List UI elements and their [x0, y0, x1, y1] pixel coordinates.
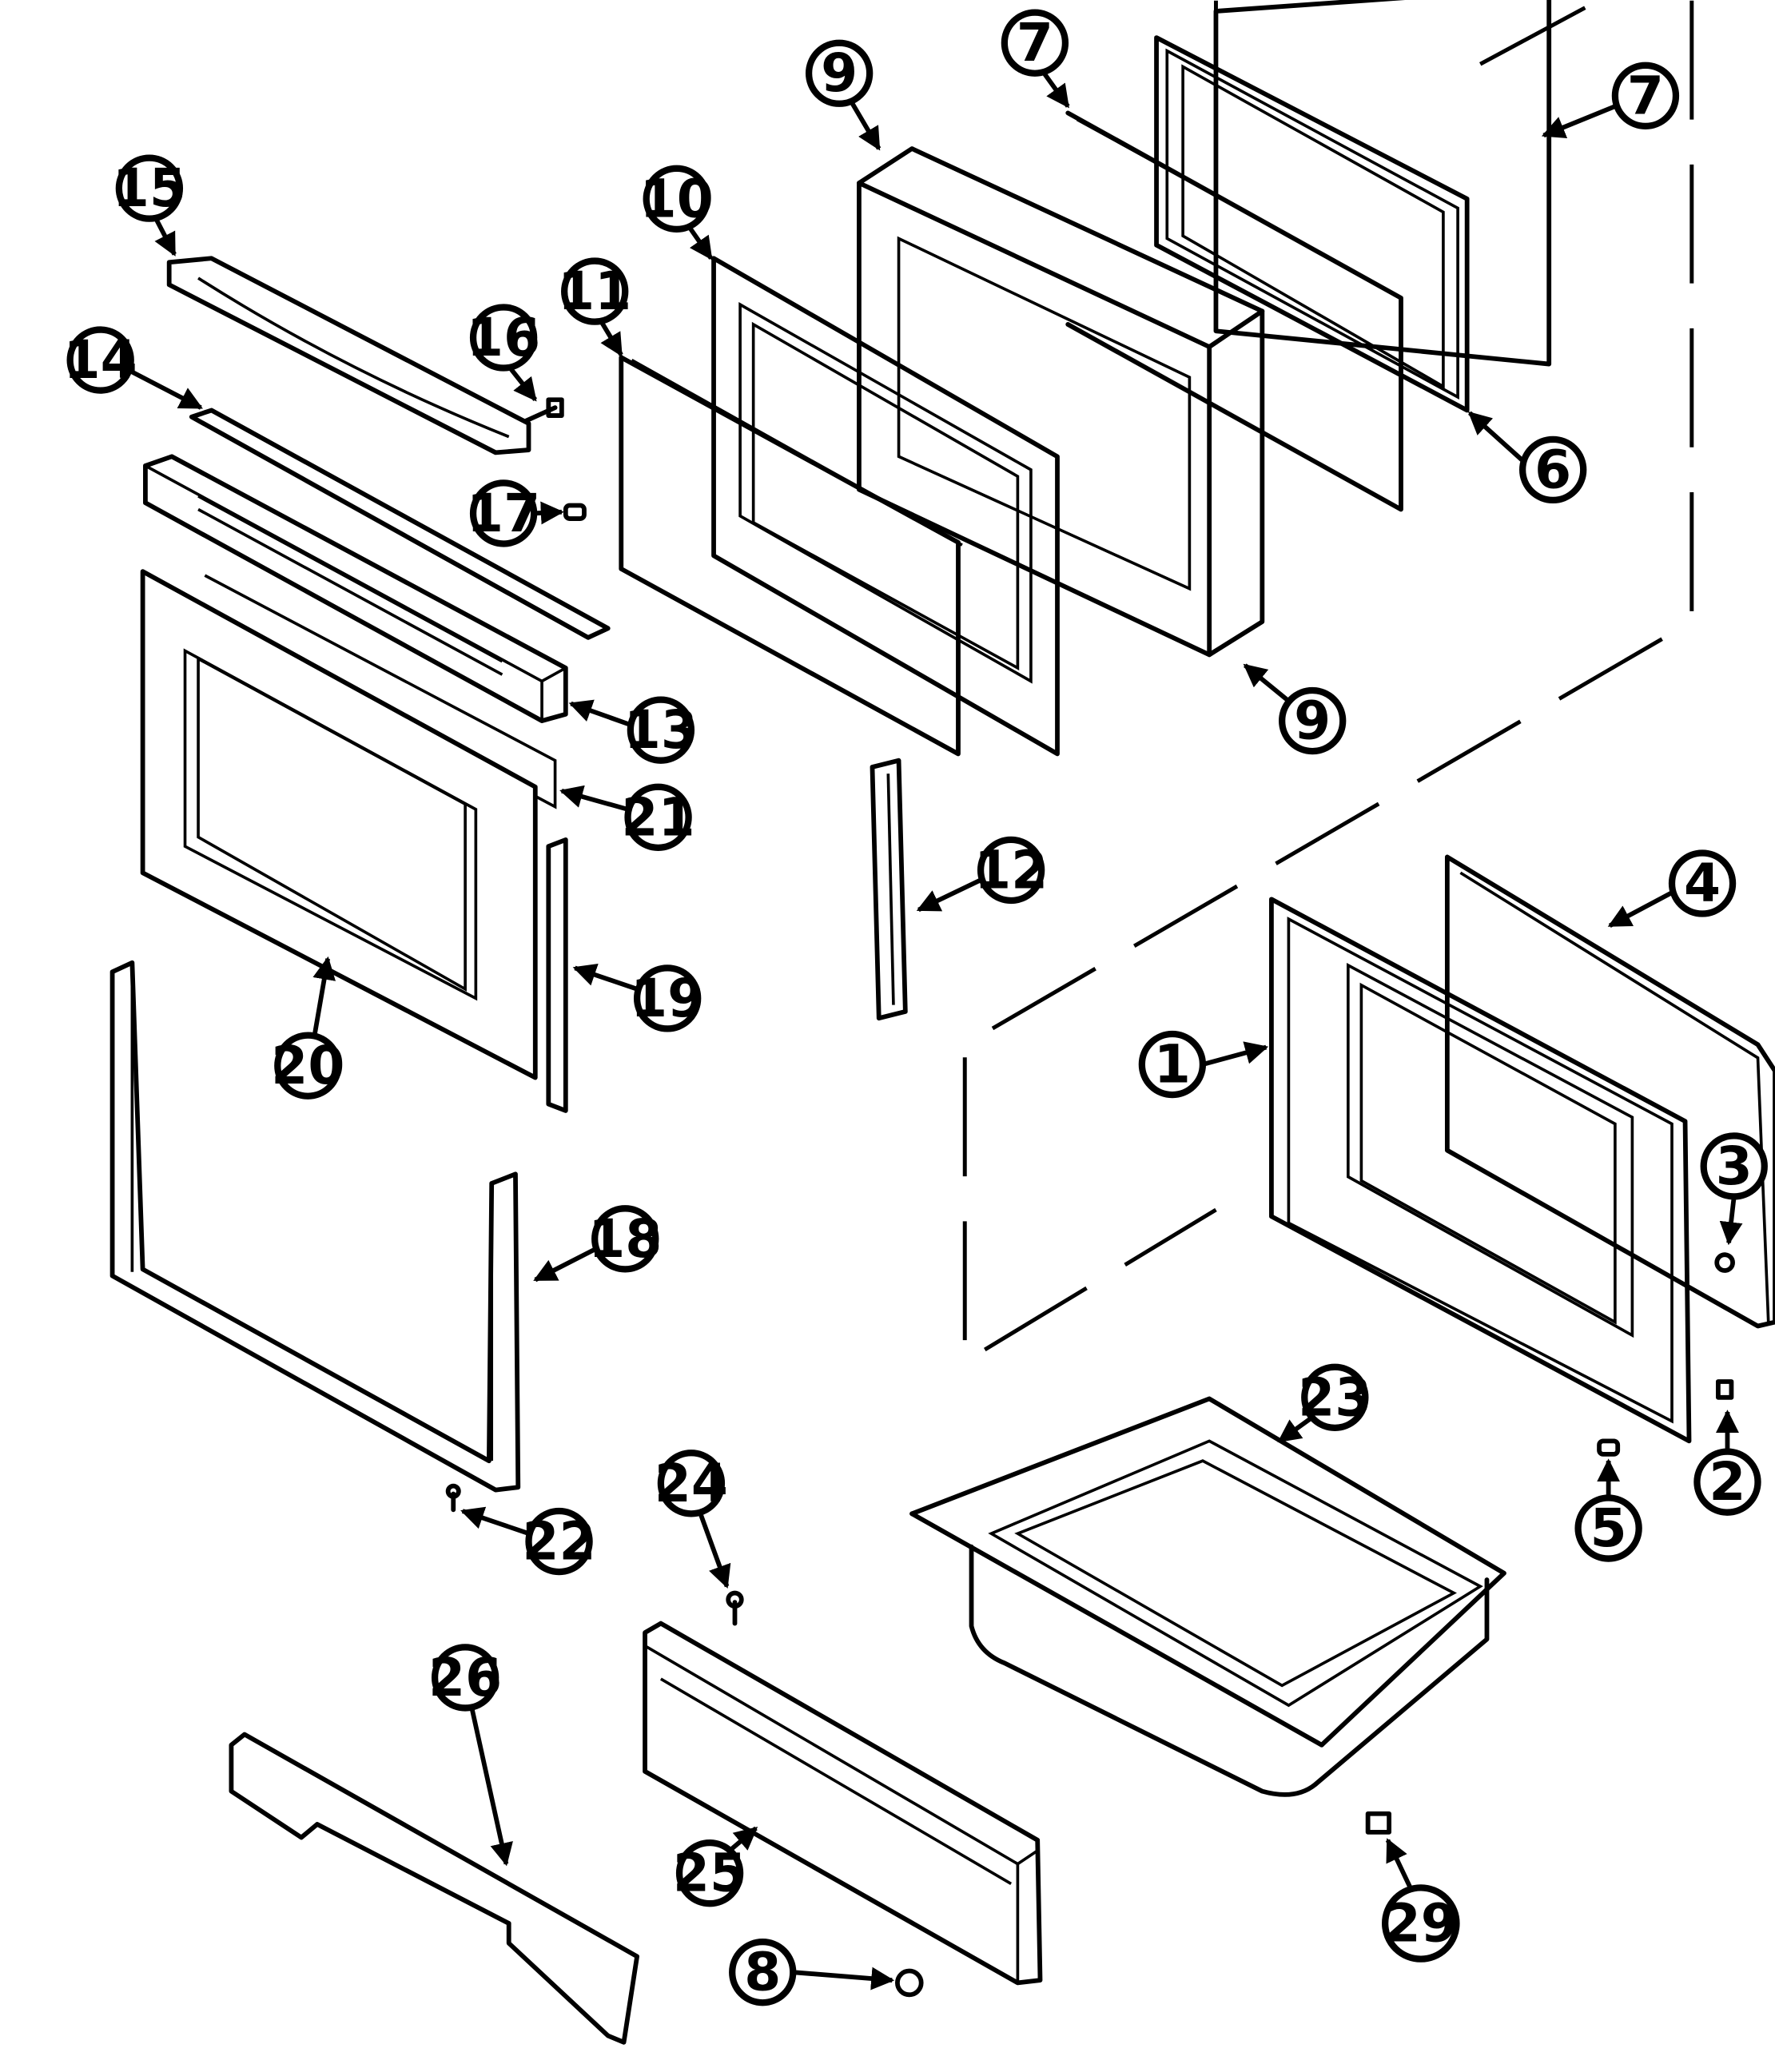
callout-21: 21 [559, 783, 695, 851]
svg-text:7: 7 [1017, 12, 1053, 74]
svg-text:9: 9 [1294, 690, 1331, 752]
outer-door-panel [140, 569, 538, 1080]
callout-20: 20 [271, 956, 344, 1100]
svg-text:5: 5 [1590, 1497, 1627, 1559]
svg-text:1: 1 [1154, 1034, 1191, 1096]
svg-text:7: 7 [1627, 65, 1664, 126]
outer-door-glass [1213, 0, 1552, 367]
oven-door-liner [1269, 897, 1692, 1444]
svg-text:21: 21 [622, 786, 695, 848]
callout-7-right: 7 [1541, 62, 1680, 139]
door-insulation-liner [857, 146, 1265, 658]
door-glass-strip [204, 574, 557, 809]
oven-window-gasket [1444, 854, 1775, 1329]
liner-spacer-5 [1597, 1438, 1621, 1457]
callout-7-top: 7 [1001, 9, 1070, 109]
svg-text:17: 17 [467, 483, 540, 544]
svg-text:20: 20 [271, 1035, 344, 1096]
svg-text:26: 26 [428, 1647, 502, 1708]
callout-18: 18 [533, 1205, 662, 1283]
door-gasket-frame [1154, 35, 1470, 413]
callout-26: 26 [428, 1644, 513, 1867]
callout-8: 8 [729, 1939, 895, 2006]
storage-drawer [909, 1396, 1506, 1797]
svg-text:2: 2 [1709, 1451, 1745, 1513]
callout-29: 29 [1382, 1838, 1460, 1963]
frame-screw [445, 1483, 461, 1513]
drawer-clip [1365, 1811, 1391, 1835]
svg-text:23: 23 [1298, 1366, 1371, 1428]
svg-text:24: 24 [655, 1453, 728, 1514]
callout-25: 25 [673, 1826, 758, 1907]
door-side-trim [546, 837, 568, 1113]
callout-11: 11 [558, 257, 631, 357]
vent-slots [197, 495, 503, 676]
callout-2: 2 [1693, 1410, 1761, 1516]
drawer-front-panel [643, 1621, 1043, 1986]
callouts: 1 2 3 4 5 6 [64, 9, 1768, 2006]
svg-text:8: 8 [744, 1942, 781, 2003]
callout-9-top: 9 [805, 39, 882, 151]
callout-6: 6 [1467, 411, 1587, 504]
callout-14: 14 [64, 326, 203, 410]
svg-text:29: 29 [1384, 1893, 1458, 1955]
callout-3: 3 [1700, 1132, 1768, 1246]
svg-text:15: 15 [113, 157, 186, 219]
svg-text:10: 10 [640, 168, 714, 229]
liner-clip-3 [1714, 1252, 1735, 1273]
callout-5: 5 [1574, 1458, 1642, 1562]
callout-24: 24 [655, 1450, 731, 1589]
svg-text:22: 22 [523, 1511, 596, 1573]
dashed-boundaries [962, 0, 1694, 1366]
svg-text:18: 18 [588, 1208, 662, 1270]
callout-10: 10 [640, 165, 714, 260]
callout-16: 16 [467, 304, 540, 402]
callout-1: 1 [1138, 1030, 1269, 1099]
svg-text:13: 13 [624, 699, 698, 761]
inner-door-glass [1065, 110, 1403, 512]
callout-19: 19 [572, 964, 704, 1032]
svg-text:16: 16 [467, 307, 540, 368]
door-side-channel [870, 758, 908, 1021]
svg-text:11: 11 [558, 260, 631, 322]
door-window-glass [619, 355, 963, 757]
drawer-front-screw [726, 1590, 744, 1626]
door-handle [166, 256, 531, 455]
svg-text:12: 12 [974, 839, 1048, 901]
svg-text:25: 25 [673, 1843, 746, 1904]
callout-9-bottom: 9 [1243, 663, 1347, 755]
svg-text:9: 9 [821, 42, 858, 104]
callout-15: 15 [113, 154, 186, 257]
callout-22: 22 [460, 1506, 596, 1576]
kick-panel [229, 1732, 640, 2045]
svg-text:4: 4 [1684, 853, 1721, 914]
svg-text:3: 3 [1716, 1135, 1753, 1197]
handle-spacer [563, 503, 587, 521]
callout-13: 13 [568, 696, 698, 764]
callout-4: 4 [1607, 849, 1737, 928]
door-vent-panel [143, 454, 568, 723]
callout-23: 23 [1277, 1363, 1371, 1443]
handle-screw [523, 397, 564, 424]
drawer-glide [895, 1968, 924, 1998]
liner-clip-2 [1715, 1379, 1734, 1400]
door-top-trim-strip [189, 408, 611, 640]
svg-text:19: 19 [631, 968, 704, 1029]
callout-17: 17 [467, 479, 564, 547]
svg-text:6: 6 [1534, 439, 1571, 500]
door-inner-panel [711, 256, 1060, 757]
svg-text:14: 14 [64, 329, 137, 391]
callout-12: 12 [916, 836, 1048, 913]
door-frame-bracket [109, 960, 521, 1493]
